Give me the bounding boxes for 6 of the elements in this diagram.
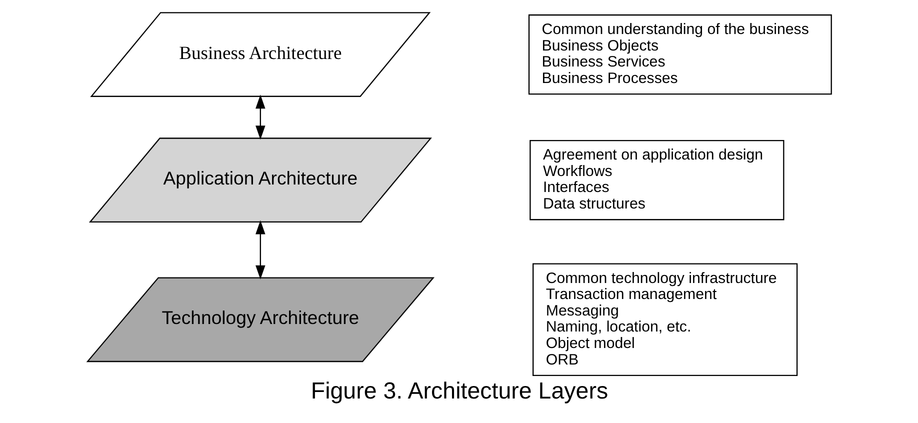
node-box: Common understanding of the business Business Objects Business Services Business Processes	[528, 14, 832, 95]
arrow	[255, 220, 265, 280]
node-box: Agreement on application design Workflows Interfaces Data structures	[529, 140, 784, 220]
arrow	[255, 94, 265, 140]
caption: Figure 3. Architecture Layers	[310, 378, 608, 404]
node-box: Common technology infrastructure Transaction management Messaging Naming, location, etc. Object model ORB	[532, 263, 798, 376]
